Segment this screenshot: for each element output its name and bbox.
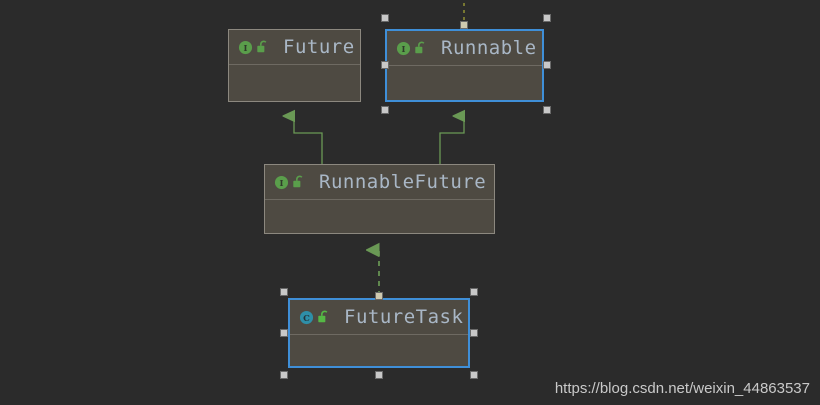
selection-handle-n[interactable] <box>375 292 383 300</box>
node-header: C FutureTask <box>290 300 468 334</box>
edge-runnablefuture-to-future <box>294 116 323 164</box>
selection-handle-sw[interactable] <box>381 106 389 114</box>
node-title: Runnable <box>441 37 537 59</box>
selection-handle-se[interactable] <box>543 106 551 114</box>
unlock-icon <box>257 40 267 53</box>
interface-circle-icon: I <box>238 40 253 54</box>
unlock-icon <box>318 310 328 323</box>
node-title: RunnableFuture <box>319 171 487 193</box>
selection-handle-ne[interactable] <box>543 14 551 22</box>
uml-node-futuretask[interactable]: C FutureTask <box>288 298 470 368</box>
selection-handle-w[interactable] <box>280 329 288 337</box>
unlock-icon <box>293 175 303 188</box>
class-circle-icon: C <box>299 310 314 324</box>
interface-circle-icon: I <box>274 175 289 189</box>
svg-text:C: C <box>303 312 310 322</box>
svg-text:I: I <box>244 42 248 52</box>
uml-node-future[interactable]: I Future <box>228 29 361 102</box>
selection-handle-e[interactable] <box>543 61 551 69</box>
selection-handle-sw[interactable] <box>280 371 288 379</box>
interface-circle-icon: I <box>396 41 411 55</box>
watermark-text: https://blog.csdn.net/weixin_44863537 <box>554 380 810 397</box>
node-body-attributes <box>265 199 494 233</box>
uml-node-runnablefuture[interactable]: I RunnableFuture <box>264 164 495 234</box>
node-header: I RunnableFuture <box>265 165 494 199</box>
svg-text:I: I <box>402 43 406 53</box>
node-title: Future <box>283 36 355 58</box>
node-header: I Future <box>229 30 360 64</box>
node-body-attributes <box>387 65 542 100</box>
selection-handle-n[interactable] <box>460 21 468 29</box>
selection-handle-nw[interactable] <box>381 14 389 22</box>
node-body-attributes <box>229 64 360 101</box>
node-header: I Runnable <box>387 31 542 65</box>
selection-handle-s[interactable] <box>375 371 383 379</box>
selection-handle-nw[interactable] <box>280 288 288 296</box>
unlock-icon <box>415 41 425 54</box>
node-body-attributes <box>290 334 468 366</box>
selection-handle-w[interactable] <box>381 61 389 69</box>
uml-node-runnable[interactable]: I Runnable <box>385 29 544 102</box>
selection-handle-ne[interactable] <box>470 288 478 296</box>
edge-runnablefuture-to-runnable <box>439 116 464 164</box>
selection-handle-se[interactable] <box>470 371 478 379</box>
selection-handle-e[interactable] <box>470 329 478 337</box>
svg-text:I: I <box>280 177 284 187</box>
node-title: FutureTask <box>344 306 464 328</box>
